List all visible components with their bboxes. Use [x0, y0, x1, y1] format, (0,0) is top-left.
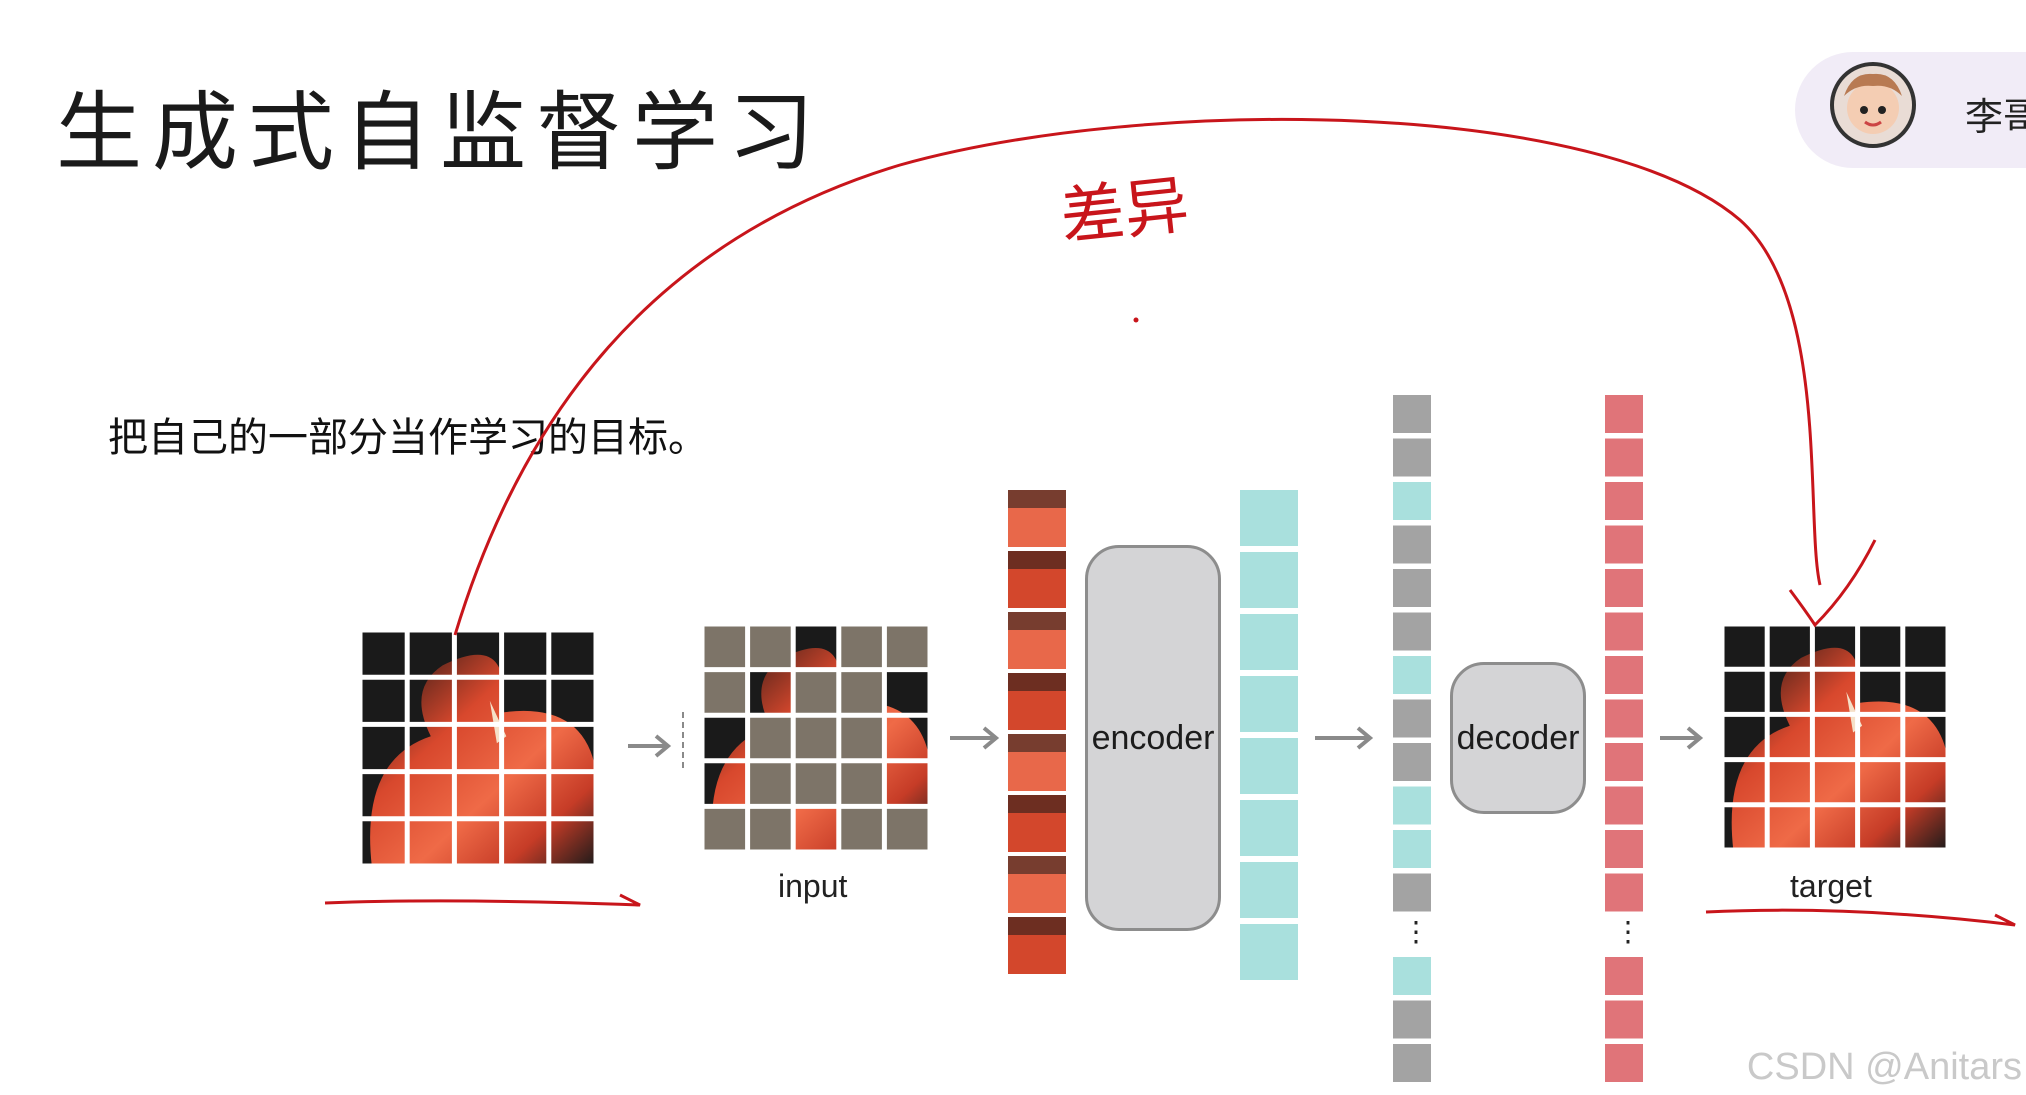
- encoder-token: [1240, 800, 1298, 856]
- encoder-token: [1240, 614, 1298, 670]
- patch-shadow: [1008, 856, 1066, 874]
- decoder-box: decoder: [1450, 662, 1586, 814]
- decoder-token: [1605, 525, 1643, 564]
- decoder-token: [1605, 1044, 1643, 1082]
- latent-token: [1393, 1044, 1431, 1082]
- original-image-grid: [357, 627, 599, 869]
- masked-patch: [702, 624, 748, 670]
- masked-patch: [747, 806, 794, 852]
- decoder-ellipsis: ⋮: [1614, 916, 1642, 947]
- masked-patch: [747, 760, 794, 807]
- latent-token: [1393, 395, 1431, 433]
- user-name: 李哥: [1965, 95, 2026, 139]
- patch-shadow: [1008, 673, 1066, 691]
- latent-token: [1393, 569, 1431, 607]
- arrow-head: [982, 726, 1000, 750]
- encoder-token: [1240, 738, 1298, 794]
- masked-patch: [838, 624, 885, 670]
- watermark: CSDN @Anitars: [1746, 1046, 2022, 1088]
- latent-token: [1393, 482, 1431, 520]
- latent-token: [1393, 525, 1431, 564]
- masked-input-grid: [699, 621, 933, 855]
- arrow-head: [654, 734, 672, 758]
- input-label: input: [778, 868, 848, 904]
- masked-patch: [884, 624, 930, 670]
- encoder-token: [1240, 676, 1298, 732]
- latent-token: [1393, 957, 1431, 995]
- masked-patch: [838, 669, 885, 716]
- encoder-token: [1240, 862, 1298, 918]
- latent-token: [1393, 612, 1431, 651]
- decoder-token-column: [1605, 395, 1643, 1082]
- latent-token: [1393, 830, 1431, 868]
- decoder-token: [1605, 786, 1643, 825]
- encoder-token: [1240, 924, 1298, 980]
- arrow-head: [1686, 726, 1704, 750]
- decoder-token: [1605, 656, 1643, 694]
- avatar-icon: [1844, 73, 1902, 134]
- decoder-token: [1605, 482, 1643, 520]
- encoder-token-column: [1240, 490, 1298, 980]
- latent-token: [1393, 873, 1431, 912]
- latent-token: [1393, 438, 1431, 477]
- decoder-token: [1605, 957, 1643, 995]
- masked-patch: [793, 669, 839, 716]
- patch-shadow: [1008, 917, 1066, 935]
- masked-patch: [838, 806, 885, 852]
- flamingo-shape: [370, 654, 596, 866]
- target-image-grid: [1719, 621, 1951, 853]
- arrow-head: [1356, 726, 1374, 750]
- underline-target: [1705, 908, 2016, 927]
- masked-patch: [884, 806, 930, 852]
- annotation-dot: [1133, 317, 1139, 323]
- masked-patch: [747, 715, 794, 761]
- masked-patch: [747, 624, 794, 670]
- decoder-token: [1605, 830, 1643, 868]
- decoder-token: [1605, 743, 1643, 781]
- masked-patch: [838, 715, 885, 761]
- masked-patch: [702, 806, 748, 852]
- latent-token: [1393, 699, 1431, 738]
- masked-patch: [793, 760, 839, 807]
- encoder-token: [1240, 490, 1298, 546]
- masked-patch: [793, 715, 839, 761]
- annotation-arc: [453, 118, 1822, 636]
- encoder-token: [1240, 552, 1298, 608]
- decoder-token: [1605, 612, 1643, 651]
- decoder-token: [1605, 699, 1643, 738]
- encoder-box: encoder: [1085, 545, 1221, 931]
- patch-shadow: [1008, 551, 1066, 569]
- latent-token: [1393, 656, 1431, 694]
- slide-subtitle: 把自己的一部分当作学习的目标。: [108, 415, 708, 461]
- decoder-token: [1605, 395, 1643, 433]
- masked-patch: [702, 669, 748, 716]
- flamingo-shape: [1731, 647, 1948, 850]
- patch-shadow: [1008, 490, 1066, 508]
- decoder-token: [1605, 438, 1643, 477]
- patch-shadow: [1008, 795, 1066, 813]
- patch-shadow: [1008, 612, 1066, 630]
- underline-original: [324, 893, 641, 907]
- slide-title: 生成式自监督学习: [56, 83, 824, 183]
- latent-token-column: [1393, 395, 1431, 1082]
- latent-ellipsis: ⋮: [1402, 916, 1430, 947]
- latent-token: [1393, 743, 1431, 781]
- flow-arrows: [628, 712, 1704, 772]
- masked-patch: [838, 760, 885, 807]
- avatar: [1830, 62, 1916, 148]
- visible-patch-strip: [1008, 490, 1066, 974]
- decoder-token: [1605, 873, 1643, 912]
- annotation-arrowhead: [1788, 539, 1877, 628]
- target-label: target: [1790, 868, 1872, 904]
- latent-token: [1393, 786, 1431, 825]
- decoder-token: [1605, 569, 1643, 607]
- patch-shadow: [1008, 734, 1066, 752]
- handwritten-note: 差异: [1057, 168, 1193, 256]
- latent-token: [1393, 1000, 1431, 1039]
- decoder-token: [1605, 1000, 1643, 1039]
